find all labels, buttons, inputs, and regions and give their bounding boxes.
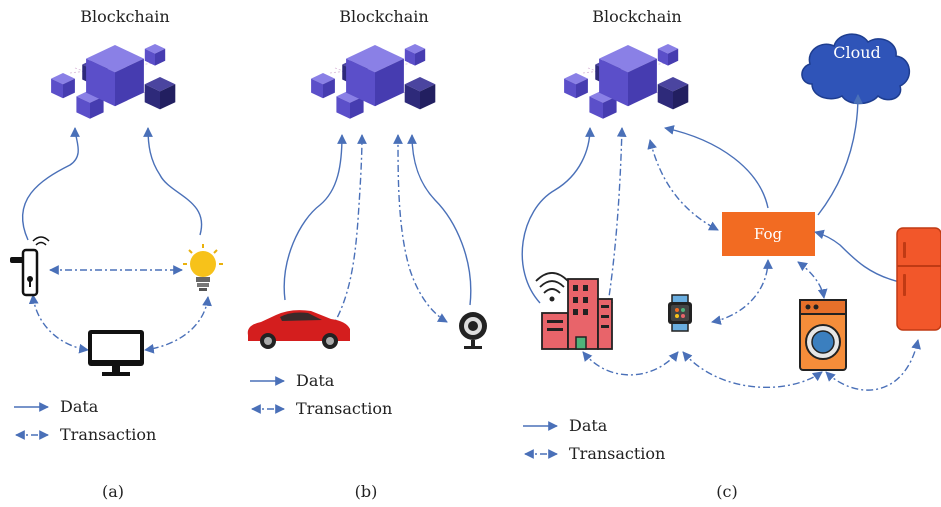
fog-node: Fog bbox=[722, 212, 815, 256]
legend-data-label-b: Data bbox=[296, 371, 335, 390]
tx-arrow-watch-fog bbox=[711, 259, 773, 325]
tx-arrow-watch-washer bbox=[682, 351, 823, 388]
legend-data-label-a: Data bbox=[60, 397, 99, 416]
data-arrow-car-to-chain bbox=[283, 134, 347, 301]
blockchain-label-c: Blockchain bbox=[592, 7, 681, 26]
fog-label: Fog bbox=[754, 225, 783, 243]
tx-arrow-washer-fridge bbox=[825, 339, 921, 391]
tx-arrow-building-chain bbox=[603, 127, 627, 311]
blockchain-label-b: Blockchain bbox=[339, 7, 428, 26]
blockchain-cubes-b bbox=[311, 44, 435, 119]
tx-arrow-building-watch bbox=[582, 351, 679, 376]
blockchain-cubes-c bbox=[564, 44, 688, 119]
webcam-icon bbox=[459, 312, 487, 349]
cloud-label: Cloud bbox=[833, 43, 881, 62]
blockchain-label-a: Blockchain bbox=[80, 7, 169, 26]
tx-arrow-fog-washer bbox=[797, 261, 828, 299]
data-arrow-fog-to-chain bbox=[664, 125, 769, 209]
smartwatch-icon bbox=[668, 294, 692, 332]
monitor-icon bbox=[88, 330, 144, 376]
caption-b: (b) bbox=[355, 482, 378, 501]
caption-c: (c) bbox=[716, 482, 737, 501]
panel-b: Blockchain Data Transaction (b) bbox=[247, 7, 487, 501]
smart-building-icon bbox=[535, 272, 613, 350]
legend-tx-label-a: Transaction bbox=[60, 425, 156, 444]
tx-arrow-chain-fog bbox=[647, 139, 719, 231]
smart-lock-icon bbox=[10, 236, 50, 297]
data-arrow-webcam-to-chain bbox=[407, 134, 472, 306]
tx-arrow-lock-monitor bbox=[28, 294, 89, 354]
washing-machine-icon bbox=[799, 299, 847, 371]
car-icon bbox=[247, 310, 350, 349]
blockchain-cubes-a bbox=[51, 44, 175, 119]
data-arrow-bulb-to-chain bbox=[143, 127, 203, 236]
panel-c: Blockchain Cloud Fog bbox=[521, 7, 941, 501]
caption-a: (a) bbox=[102, 482, 124, 501]
data-arrow-fog-to-cloud bbox=[817, 94, 863, 216]
legend-tx-label-b: Transaction bbox=[296, 399, 392, 418]
tx-arrow-car-chain bbox=[329, 134, 367, 331]
cloud-icon: Cloud bbox=[801, 33, 910, 105]
data-arrow-lock-to-chain bbox=[21, 127, 80, 241]
tx-arrow-webcam-chain bbox=[393, 134, 448, 323]
refrigerator-icon bbox=[896, 227, 941, 331]
legend-data-label-c: Data bbox=[569, 416, 608, 435]
data-arrow-building-to-chain bbox=[521, 127, 595, 304]
legend-tx-label-c: Transaction bbox=[569, 444, 665, 463]
data-arrow-fridge-to-fog bbox=[814, 229, 901, 283]
tx-arrow-bulb-monitor bbox=[144, 296, 212, 354]
light-bulb-icon bbox=[183, 244, 223, 291]
panel-a: Blockchain bbox=[10, 7, 223, 501]
